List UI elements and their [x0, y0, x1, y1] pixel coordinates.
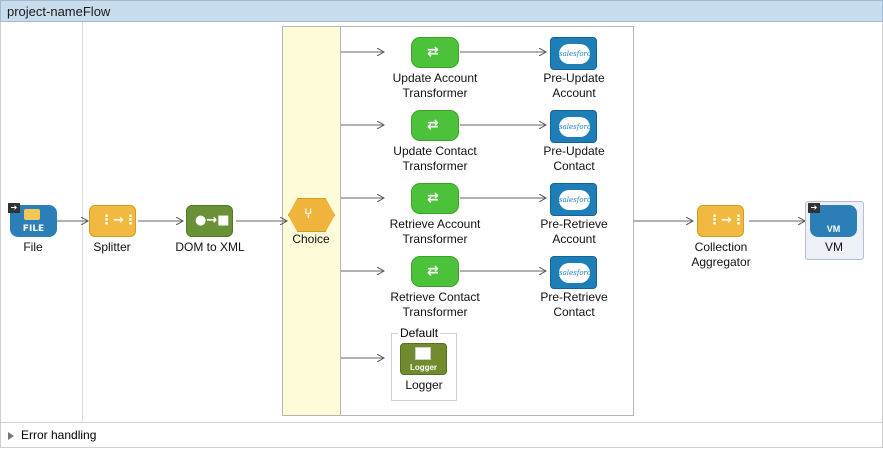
error-handling-label: Error handling — [21, 428, 97, 442]
vm-label: VM — [825, 240, 843, 254]
default-route-label: Default — [398, 326, 441, 340]
retrieve-account-transformer-label-1: Retrieve Account — [389, 217, 481, 231]
retrieve-account-transformer-label-2: Transformer — [402, 232, 468, 246]
inbound-arrow-icon: ➔ — [808, 203, 820, 213]
vm-endpoint-icon[interactable]: ➔ VM — [808, 203, 857, 237]
collection-aggregator-label-2: Aggregator — [691, 255, 751, 269]
collection-aggregator-label-1: Collection — [694, 240, 748, 254]
logger-icon-text: Logger — [409, 363, 438, 372]
flow-title-bar: project-nameFlow — [0, 0, 883, 22]
aggregator-icon[interactable]: ⋮→⋮ — [697, 205, 745, 237]
pre-update-account-label-2: Account — [552, 86, 596, 100]
vm-icon-text: VM — [826, 224, 841, 234]
transformer-icon[interactable]: ●→■ — [186, 205, 233, 237]
file-icon-text: FILE — [22, 224, 45, 234]
error-handling-section[interactable]: Error handling — [0, 422, 883, 448]
pre-update-contact-label-1: Pre-Update — [543, 144, 605, 158]
salesforce-icon[interactable]: salesforce — [550, 256, 597, 289]
update-account-transformer-label-1: Update Account — [392, 71, 478, 85]
logger-icon[interactable]: Logger — [400, 343, 447, 375]
pre-retrieve-account-label-1: Pre-Retrieve — [540, 217, 608, 231]
pre-retrieve-contact-label-1: Pre-Retrieve — [540, 290, 608, 304]
salesforce-icon[interactable]: salesforce — [550, 110, 597, 143]
retrieve-contact-transformer-label-1: Retrieve Contact — [390, 290, 480, 304]
retrieve-account-transform-icon[interactable]: ⇄ — [411, 183, 459, 214]
update-contact-transformer-label-1: Update Contact — [393, 144, 477, 158]
dom-to-xml-label: DOM to XML — [175, 240, 245, 254]
choice-router-icon[interactable]: ⑂ — [288, 198, 335, 232]
update-account-transformer-label-2: Transformer — [402, 86, 468, 100]
inbound-arrow-icon: ➔ — [8, 203, 20, 213]
pre-update-account-label-1: Pre-Update — [543, 71, 605, 85]
pre-retrieve-account-label-2: Account — [552, 232, 596, 246]
splitter-icon[interactable]: ⋮→⋮ — [89, 205, 137, 237]
retrieve-contact-transform-icon[interactable]: ⇄ — [411, 256, 459, 287]
retrieve-contact-transformer-label-2: Transformer — [402, 305, 468, 319]
file-folder-icon[interactable]: ➔ FILE — [8, 203, 57, 237]
pre-update-contact-label-2: Contact — [553, 159, 595, 173]
update-contact-transform-icon[interactable]: ⇄ — [411, 110, 459, 141]
salesforce-icon[interactable]: salesforce — [550, 37, 597, 70]
choice-label: Choice — [292, 232, 330, 246]
paper-glyph — [415, 347, 431, 360]
update-account-transform-icon[interactable]: ⇄ — [411, 37, 459, 68]
folder-glyph — [24, 209, 40, 220]
salesforce-icon[interactable]: salesforce — [550, 183, 597, 216]
splitter-label: Splitter — [93, 240, 131, 254]
expand-triangle-icon[interactable] — [8, 432, 14, 440]
logger-label: Logger — [405, 378, 443, 392]
file-label: File — [23, 240, 43, 254]
pre-retrieve-contact-label-2: Contact — [553, 305, 595, 319]
update-contact-transformer-label-2: Transformer — [402, 159, 468, 173]
flow-title: project-nameFlow — [7, 4, 111, 19]
